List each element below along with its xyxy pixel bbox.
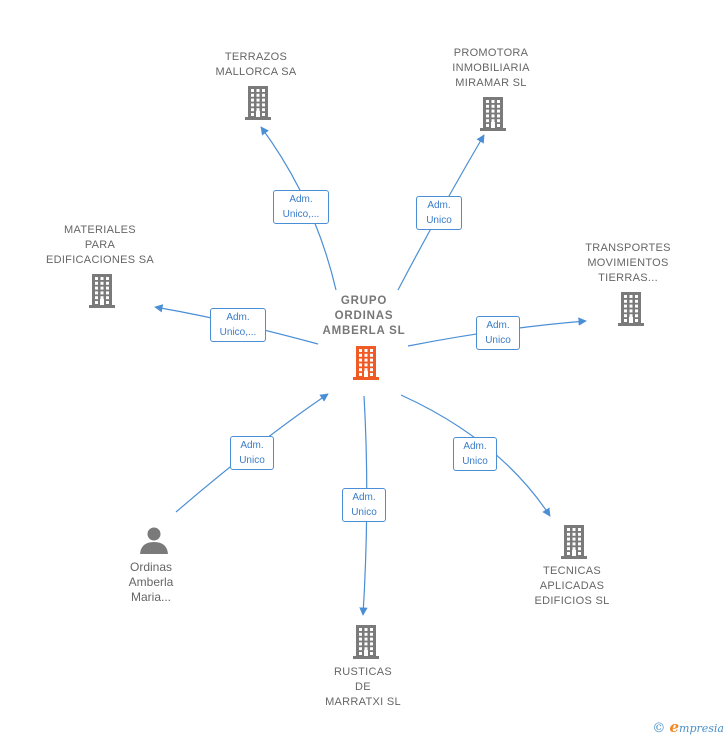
- node-label-tecnicas[interactable]: TECNICAS APLICADAS EDIFICIOS SL: [534, 564, 609, 609]
- edge-label-ordinas[interactable]: Adm. Unico: [230, 436, 274, 470]
- building-icon[interactable]: [561, 525, 587, 559]
- copyright-symbol: ©: [652, 721, 666, 736]
- node-label-line: MIRAMAR SL: [455, 77, 527, 89]
- building-icon[interactable]: [89, 274, 115, 308]
- node-label-line: Maria...: [130, 590, 171, 604]
- node-label-line: AMBERLA SL: [322, 325, 406, 337]
- node-label-line: ORDINAS: [334, 310, 394, 322]
- building-icon[interactable]: [353, 625, 379, 659]
- node-label-line: TECNICAS: [542, 565, 602, 577]
- node-label-line: INMOBILIARIA: [452, 62, 530, 74]
- node-label-line: TIERRAS...: [598, 272, 658, 284]
- node-label-line: EDIFICIOS SL: [534, 595, 610, 607]
- node-label-transportes[interactable]: TRANSPORTES MOVIMIENTOS TIERRAS...: [585, 241, 671, 286]
- edge-label-line: Adm.: [240, 440, 264, 451]
- edge-label-line: Adm.: [486, 320, 510, 331]
- edge-label-line: Unico: [239, 455, 265, 466]
- node-label-line: PARA: [84, 239, 116, 251]
- edge-label-terrazos[interactable]: Adm. Unico,...: [273, 190, 329, 224]
- edge-label-line: Unico: [462, 456, 488, 467]
- edge-label-line: Unico,...: [219, 327, 257, 338]
- edge-label-materiales[interactable]: Adm. Unico,...: [210, 308, 266, 342]
- node-label-line: DE: [355, 681, 371, 693]
- node-label-line: Ordinas: [129, 560, 173, 574]
- node-label-line: GRUPO: [340, 295, 388, 307]
- node-label-terrazos[interactable]: TERRAZOS MALLORCA SA: [216, 50, 297, 80]
- edge-label-line: Adm.: [352, 492, 376, 503]
- building-icon[interactable]: [618, 292, 644, 326]
- edge-label-line: Adm.: [226, 312, 250, 323]
- node-label-line: MOVIMIENTOS: [587, 257, 669, 269]
- edge-label-line: Adm.: [427, 200, 451, 211]
- edge-label-rusticas[interactable]: Adm. Unico: [342, 488, 386, 522]
- node-label-line: PROMOTORA: [453, 47, 529, 59]
- node-label-line: APLICADAS: [539, 580, 605, 592]
- node-label-promotora[interactable]: PROMOTORA INMOBILIARIA MIRAMAR SL: [452, 46, 530, 91]
- node-label-line: TERRAZOS: [224, 51, 288, 63]
- edge-label-line: Adm.: [463, 441, 487, 452]
- edge-label-line: Unico: [485, 335, 511, 346]
- edge-label-transportes[interactable]: Adm. Unico: [476, 316, 520, 350]
- edge-label-tecnicas[interactable]: Adm. Unico: [453, 437, 497, 471]
- footer-brand[interactable]: © empresia: [652, 718, 724, 736]
- brand-name: mpresia: [679, 722, 724, 735]
- edge-label-promotora[interactable]: Adm. Unico: [416, 196, 462, 230]
- building-icon[interactable]: [245, 86, 271, 120]
- node-label-line: EDIFICACIONES SA: [45, 254, 155, 266]
- edge-label-line: Unico,...: [282, 209, 320, 220]
- node-label-rusticas[interactable]: RUSTICAS DE MARRATXI SL: [325, 665, 401, 710]
- node-label-line: MALLORCA SA: [215, 66, 297, 78]
- node-label-line: MATERIALES: [64, 224, 136, 236]
- node-label-line: Amberla: [128, 575, 174, 589]
- building-icon[interactable]: [353, 346, 379, 380]
- node-label-materiales[interactable]: MATERIALES PARA EDIFICACIONES SA: [46, 223, 154, 268]
- building-icon[interactable]: [480, 97, 506, 131]
- edge-label-line: Adm.: [289, 194, 313, 205]
- edge-label-line: Unico: [426, 215, 452, 226]
- node-label-center[interactable]: GRUPO ORDINAS AMBERLA SL: [323, 294, 406, 339]
- person-icon[interactable]: [140, 527, 168, 555]
- brand-initial: e: [669, 718, 680, 736]
- node-label-line: MARRATXI SL: [325, 696, 401, 708]
- node-label-line: TRANSPORTES: [585, 242, 671, 254]
- edge-label-line: Unico: [351, 507, 377, 518]
- node-label-line: RUSTICAS: [333, 666, 393, 678]
